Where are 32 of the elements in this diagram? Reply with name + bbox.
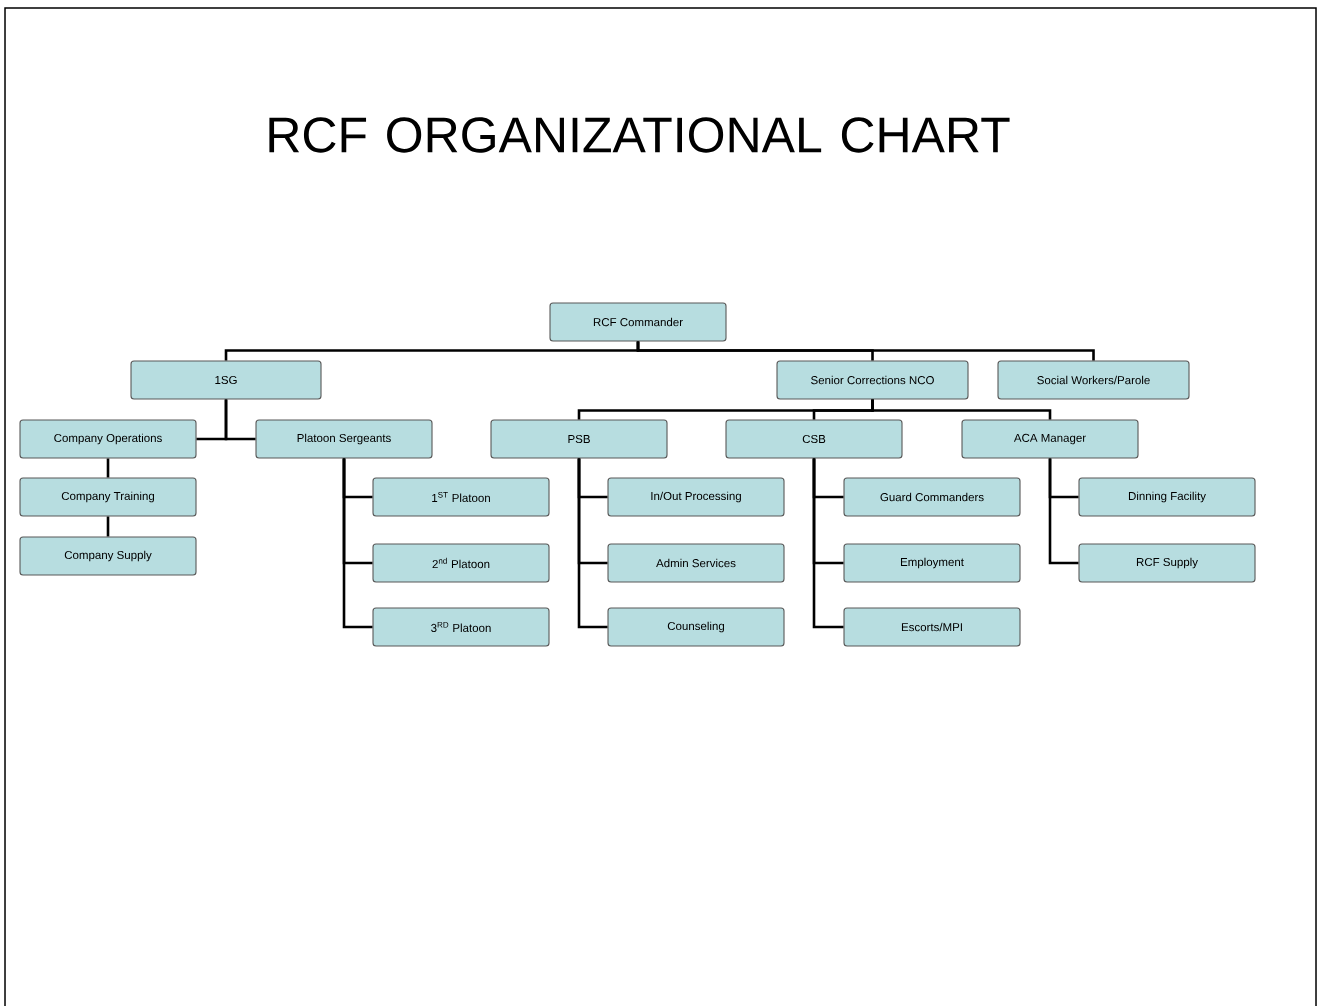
org-box: Social Workers/Parole [997, 360, 1190, 400]
connector-line [812, 458, 844, 629]
connector-line [342, 458, 373, 629]
org-box: Admin Services [607, 543, 785, 583]
connector-line [1048, 458, 1079, 565]
org-box: Platoon Sergeants [255, 419, 433, 459]
org-box: Employment [843, 543, 1021, 583]
org-box: RCF Commander [549, 302, 727, 342]
org-box: Dinning Facility [1078, 477, 1256, 517]
org-box: 1$^{ST}$ Platoon [372, 477, 550, 517]
connector-line [106, 458, 110, 478]
title: RCF ORGANIZATIONAL CHART [269, 117, 1010, 153]
org-box: 2$^{nd}$ Platoon [372, 543, 550, 583]
connector-line [871, 399, 1052, 420]
org-box: Company Supply [19, 536, 197, 576]
org-box: 3$^{RD}$ Platoon [372, 607, 550, 647]
org-box: RCF Supply [1078, 543, 1256, 583]
org-box: Guard Commanders [843, 477, 1021, 517]
org-box: In/Out Processing [607, 477, 785, 517]
org-box: Company Training [19, 477, 197, 517]
org-box: ACA Manager [961, 419, 1139, 459]
org-box: CSB [725, 419, 903, 459]
org-box: Company Operations [19, 419, 197, 459]
connector-line [224, 399, 256, 441]
connector-line [636, 341, 1095, 361]
org-box: 1SG [130, 360, 322, 400]
connector-line [106, 516, 110, 537]
org-box: Senior Corrections NCO [776, 360, 969, 400]
org-box: PSB [490, 419, 668, 459]
org-box: Counseling [607, 607, 785, 647]
org-box: Escorts/MPI [843, 607, 1021, 647]
connector-line [577, 458, 608, 629]
